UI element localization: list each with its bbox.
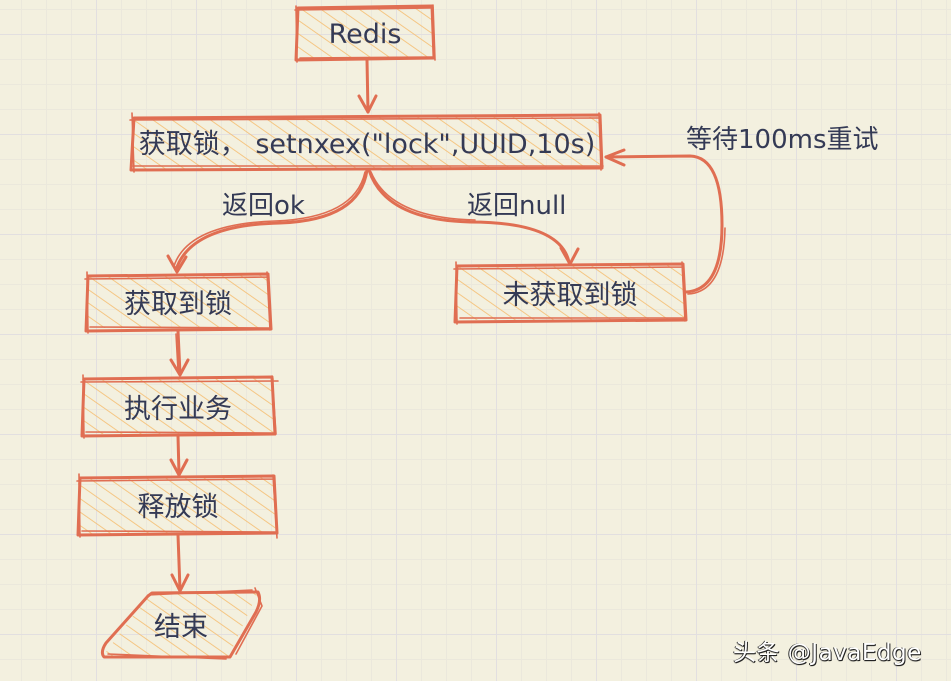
node-label: 释放锁 bbox=[138, 492, 219, 523]
edge-execute-to-release bbox=[169, 434, 189, 477]
node-label: 获取锁， setnxex("lock",UUID,10s) bbox=[139, 129, 596, 160]
edge-label-null: 返回null bbox=[467, 191, 566, 221]
node-end[interactable]: 结束 bbox=[100, 587, 263, 660]
node-label: 结束 bbox=[154, 612, 208, 643]
edge-label-retry: 等待100ms重试 bbox=[686, 125, 879, 155]
node-label: Redis bbox=[329, 19, 402, 50]
edge-acquire-to-not-got-lock: 返回null bbox=[367, 168, 580, 266]
edge-release-to-end bbox=[170, 533, 190, 593]
node-label: 执行业务 bbox=[124, 394, 232, 425]
watermark: 头条 @JavaEdge bbox=[733, 640, 922, 666]
node-execute-business[interactable]: 执行业务 bbox=[80, 374, 279, 439]
node-release-lock[interactable]: 释放锁 bbox=[76, 473, 279, 539]
node-got-lock[interactable]: 获取到锁 bbox=[84, 271, 273, 334]
edge-redis-to-acquire bbox=[357, 58, 378, 114]
node-redis[interactable]: Redis bbox=[294, 4, 436, 63]
edge-retry-loop: 等待100ms重试 bbox=[604, 125, 879, 295]
edge-got-lock-to-execute bbox=[169, 329, 190, 377]
edge-label-ok: 返回ok bbox=[222, 191, 305, 221]
node-not-got-lock[interactable]: 未获取到锁 bbox=[453, 261, 688, 325]
node-acquire-lock[interactable]: 获取锁， setnxex("lock",UUID,10s) bbox=[129, 112, 604, 173]
node-label: 未获取到锁 bbox=[503, 280, 638, 311]
node-label: 获取到锁 bbox=[124, 289, 232, 320]
edge-acquire-to-got-lock: 返回ok bbox=[166, 168, 369, 274]
